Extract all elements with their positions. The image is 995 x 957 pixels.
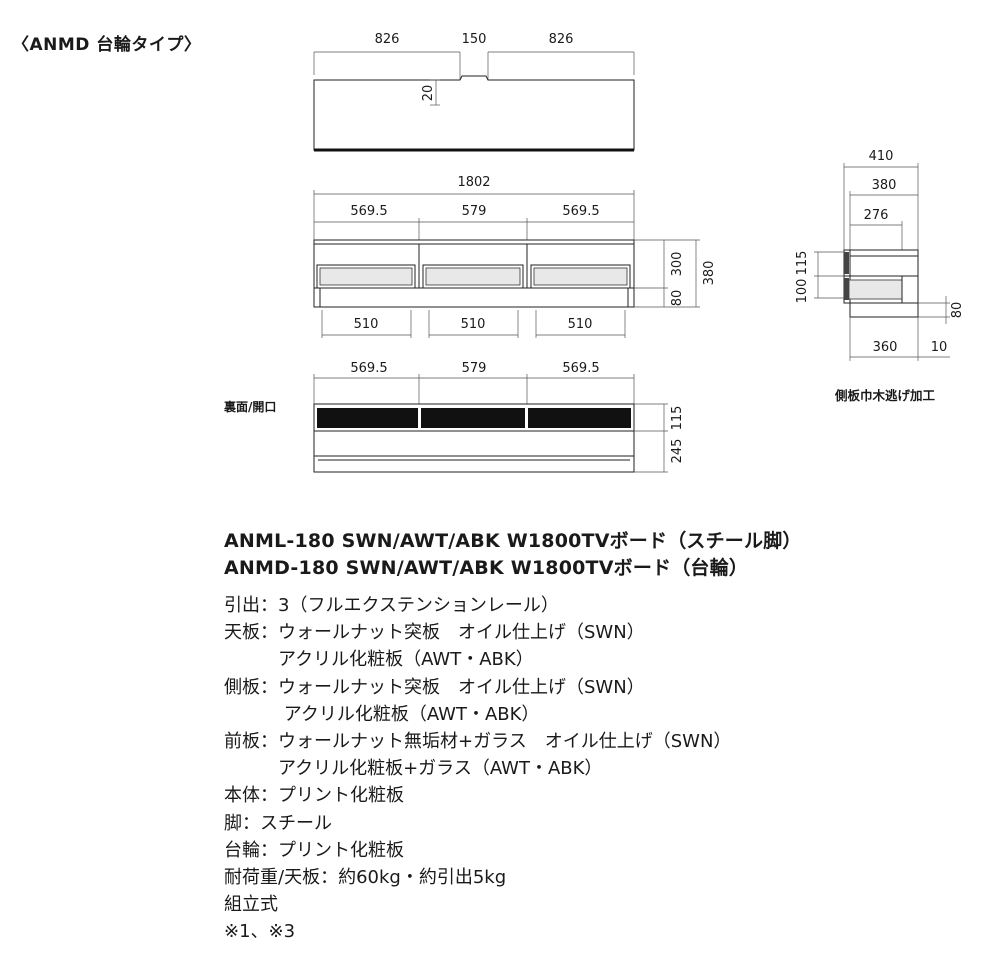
technical-drawing: 826 150 826 20 1802 569.5 579 569.5 (313, 32, 965, 473)
spec-line: 組立式 (224, 894, 278, 916)
dim-drawer-mid: 510 (461, 317, 486, 332)
dim-side-body: 380 (872, 178, 897, 193)
dim-side-bottom-a: 360 (873, 340, 898, 355)
dim-front-mid: 579 (462, 204, 487, 219)
spec-line: アクリル化粧板（AWT・ABK） (224, 649, 534, 671)
rear-open-label: 裏面/開口 (224, 400, 277, 414)
dim-rear-h-upper: 115 (670, 406, 685, 431)
spec-line: 引出：3（フルエクステンションレール） (224, 595, 559, 616)
dim-front-left: 569.5 (350, 204, 387, 219)
dim-total-width: 1802 (457, 175, 490, 190)
dim-front-h-total: 380 (702, 261, 717, 286)
dim-top-depth: 20 (421, 85, 436, 102)
spec-line: 前板：ウォールナット無垢材+ガラス オイル仕上げ（SWN） (224, 731, 732, 753)
dim-rear-left: 569.5 (350, 361, 387, 376)
spec-list: 引出：3（フルエクステンションレール） 天板：ウォールナット突板 オイル仕上げ（… (224, 592, 731, 946)
dim-drawer-left: 510 (354, 317, 379, 332)
front-view: 1802 569.5 579 569.5 300 80 380 (313, 175, 717, 338)
dim-rear-mid: 579 (462, 361, 487, 376)
spec-line: 本体：プリント化粧板 (224, 785, 404, 807)
dim-side-h-a: 115 (795, 251, 810, 276)
dim-rear-h-lower: 245 (670, 439, 685, 464)
side-view: 410 380 276 115 100 80 360 (795, 149, 965, 361)
spec-line: ※1、※3 (224, 921, 296, 943)
dim-top-right: 826 (549, 32, 574, 47)
dim-front-h-base: 80 (670, 290, 685, 307)
spec-line: 台輪：プリント化粧板 (224, 839, 404, 861)
dim-rear-right: 569.5 (562, 361, 599, 376)
side-note-label: 側板巾木逃げ加工 (835, 388, 936, 403)
dim-top-mid: 150 (462, 32, 487, 47)
product-title-1: ANML-180 SWN/AWT/ABK W1800TVボード（スチール脚） (224, 530, 802, 552)
dim-side-h-base: 80 (950, 302, 965, 319)
product-title-2: ANMD-180 SWN/AWT/ABK W1800TVボード（台輪） (224, 557, 749, 579)
dim-top-left: 826 (375, 32, 400, 47)
dim-front-h-upper: 300 (670, 252, 685, 277)
rear-view: 569.5 579 569.5 115 245 (313, 361, 685, 473)
dim-side-inner: 276 (864, 208, 889, 223)
spec-line: アクリル化粧板（AWT・ABK） (224, 703, 540, 725)
spec-line: 天板：ウォールナット突板 オイル仕上げ（SWN） (224, 622, 645, 644)
spec-line: 耐荷重/天板：約60kg・約引出5kg (224, 867, 507, 889)
spec-line: 脚：スチール (224, 812, 332, 834)
spec-line: アクリル化粧板+ガラス（AWT・ABK） (224, 758, 603, 780)
dim-side-total: 410 (869, 149, 894, 164)
spec-line: 側板：ウォールナット突板 オイル仕上げ（SWN） (224, 676, 645, 698)
dim-side-h-b: 100 (795, 279, 810, 304)
dim-drawer-right: 510 (568, 317, 593, 332)
top-view: 826 150 826 20 (313, 32, 635, 152)
dim-front-right: 569.5 (562, 204, 599, 219)
dim-side-bottom-b: 10 (931, 340, 948, 355)
drawing-heading: 〈ANMD 台輪タイプ〉 (12, 35, 202, 55)
